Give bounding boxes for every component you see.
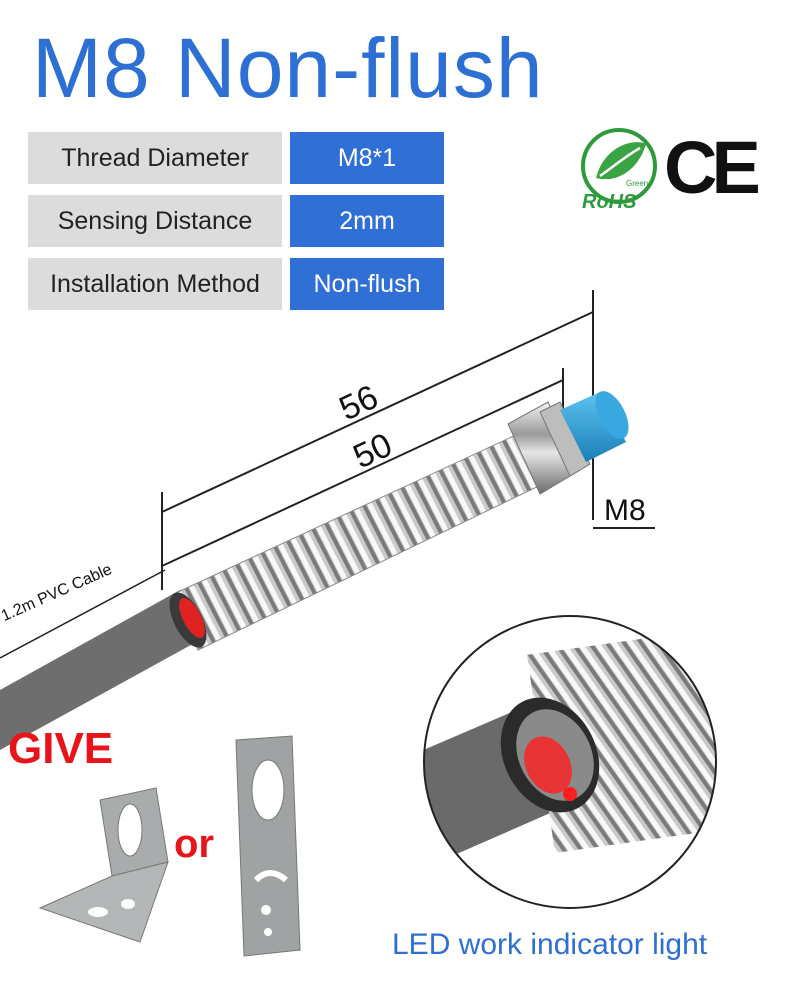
- spec-value: Non-flush: [290, 258, 444, 310]
- give-label: GIVE: [8, 724, 114, 773]
- spec-value: 2mm: [290, 195, 444, 247]
- dimension-lines: [161, 290, 655, 590]
- rohs-text: RoHS: [582, 191, 637, 212]
- page-title: M8 Non-flush: [32, 21, 544, 115]
- sensor-body: [169, 391, 629, 651]
- cable: [0, 590, 200, 750]
- rohs-logo-icon: Green RoHS: [581, 128, 657, 212]
- flat-bracket-icon: [235, 735, 301, 957]
- ce-mark-icon: CE: [664, 126, 761, 209]
- or-label: or: [174, 822, 214, 866]
- spec-label: Thread Diameter: [28, 132, 282, 184]
- l-bracket-icon: [38, 787, 169, 943]
- rohs-small-text: Green: [626, 179, 648, 188]
- dimension-thread-size: M8: [604, 494, 646, 527]
- led-detail-circle: [423, 615, 717, 909]
- spec-label: Installation Method: [28, 258, 282, 310]
- led-caption: LED work indicator light: [392, 928, 708, 961]
- spec-value: M8*1: [290, 132, 444, 184]
- spec-label: Sensing Distance: [28, 195, 282, 247]
